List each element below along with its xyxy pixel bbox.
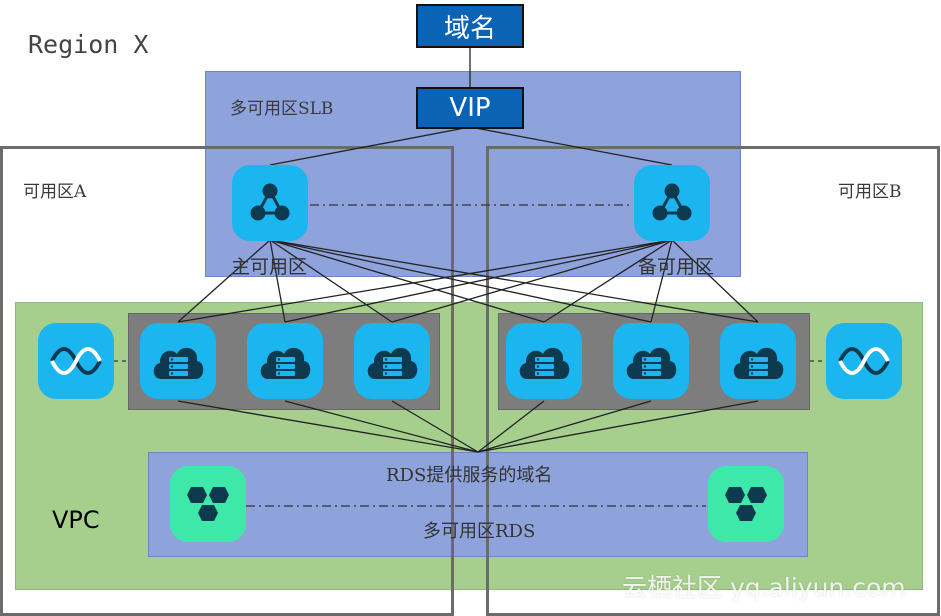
zone-a-label: 可用区A [23,182,87,202]
watermark: 云栖社区 yq.aliyun.com [622,573,906,602]
slb-node-standby [634,165,710,241]
vip-box: VIP [416,87,524,129]
wave-node-b [826,323,902,399]
cloud-server-icon [367,347,418,379]
wave-icon [50,347,102,375]
load-balancer-icon [250,183,290,221]
wave-icon [838,347,890,375]
server-a3 [354,323,430,399]
wave-node-a [38,323,114,399]
server-b1 [506,323,582,399]
database-cluster-icon [187,487,229,521]
rds-area [148,452,808,557]
zone-b-label: 可用区B [838,182,902,202]
database-cluster-icon [725,487,767,521]
vip-label: VIP [449,93,491,123]
server-a2 [247,323,323,399]
rds-node-standby [708,466,784,542]
domain-box: 域名 [416,4,524,48]
region-label: Region X [28,30,149,59]
rds-label: 多可用区RDS [423,521,536,542]
server-b2 [613,323,689,399]
cloud-server-icon [153,347,204,379]
rds-node-primary [170,466,246,542]
primary-zone-label: 主可用区 [231,256,308,278]
server-b3 [720,323,796,399]
cloud-server-icon [626,347,677,379]
cloud-server-icon [519,347,570,379]
domain-box-label: 域名 [443,13,496,44]
rds-domain-label: RDS提供服务的域名 [386,465,553,486]
slb-node-primary [232,165,308,241]
vpc-label: VPC [52,506,100,534]
slb-label: 多可用区SLB [230,99,334,119]
cloud-server-icon [733,347,784,379]
server-a1 [140,323,216,399]
load-balancer-icon [652,183,692,221]
standby-zone-label: 备可用区 [638,256,715,278]
cloud-server-icon [260,347,311,379]
